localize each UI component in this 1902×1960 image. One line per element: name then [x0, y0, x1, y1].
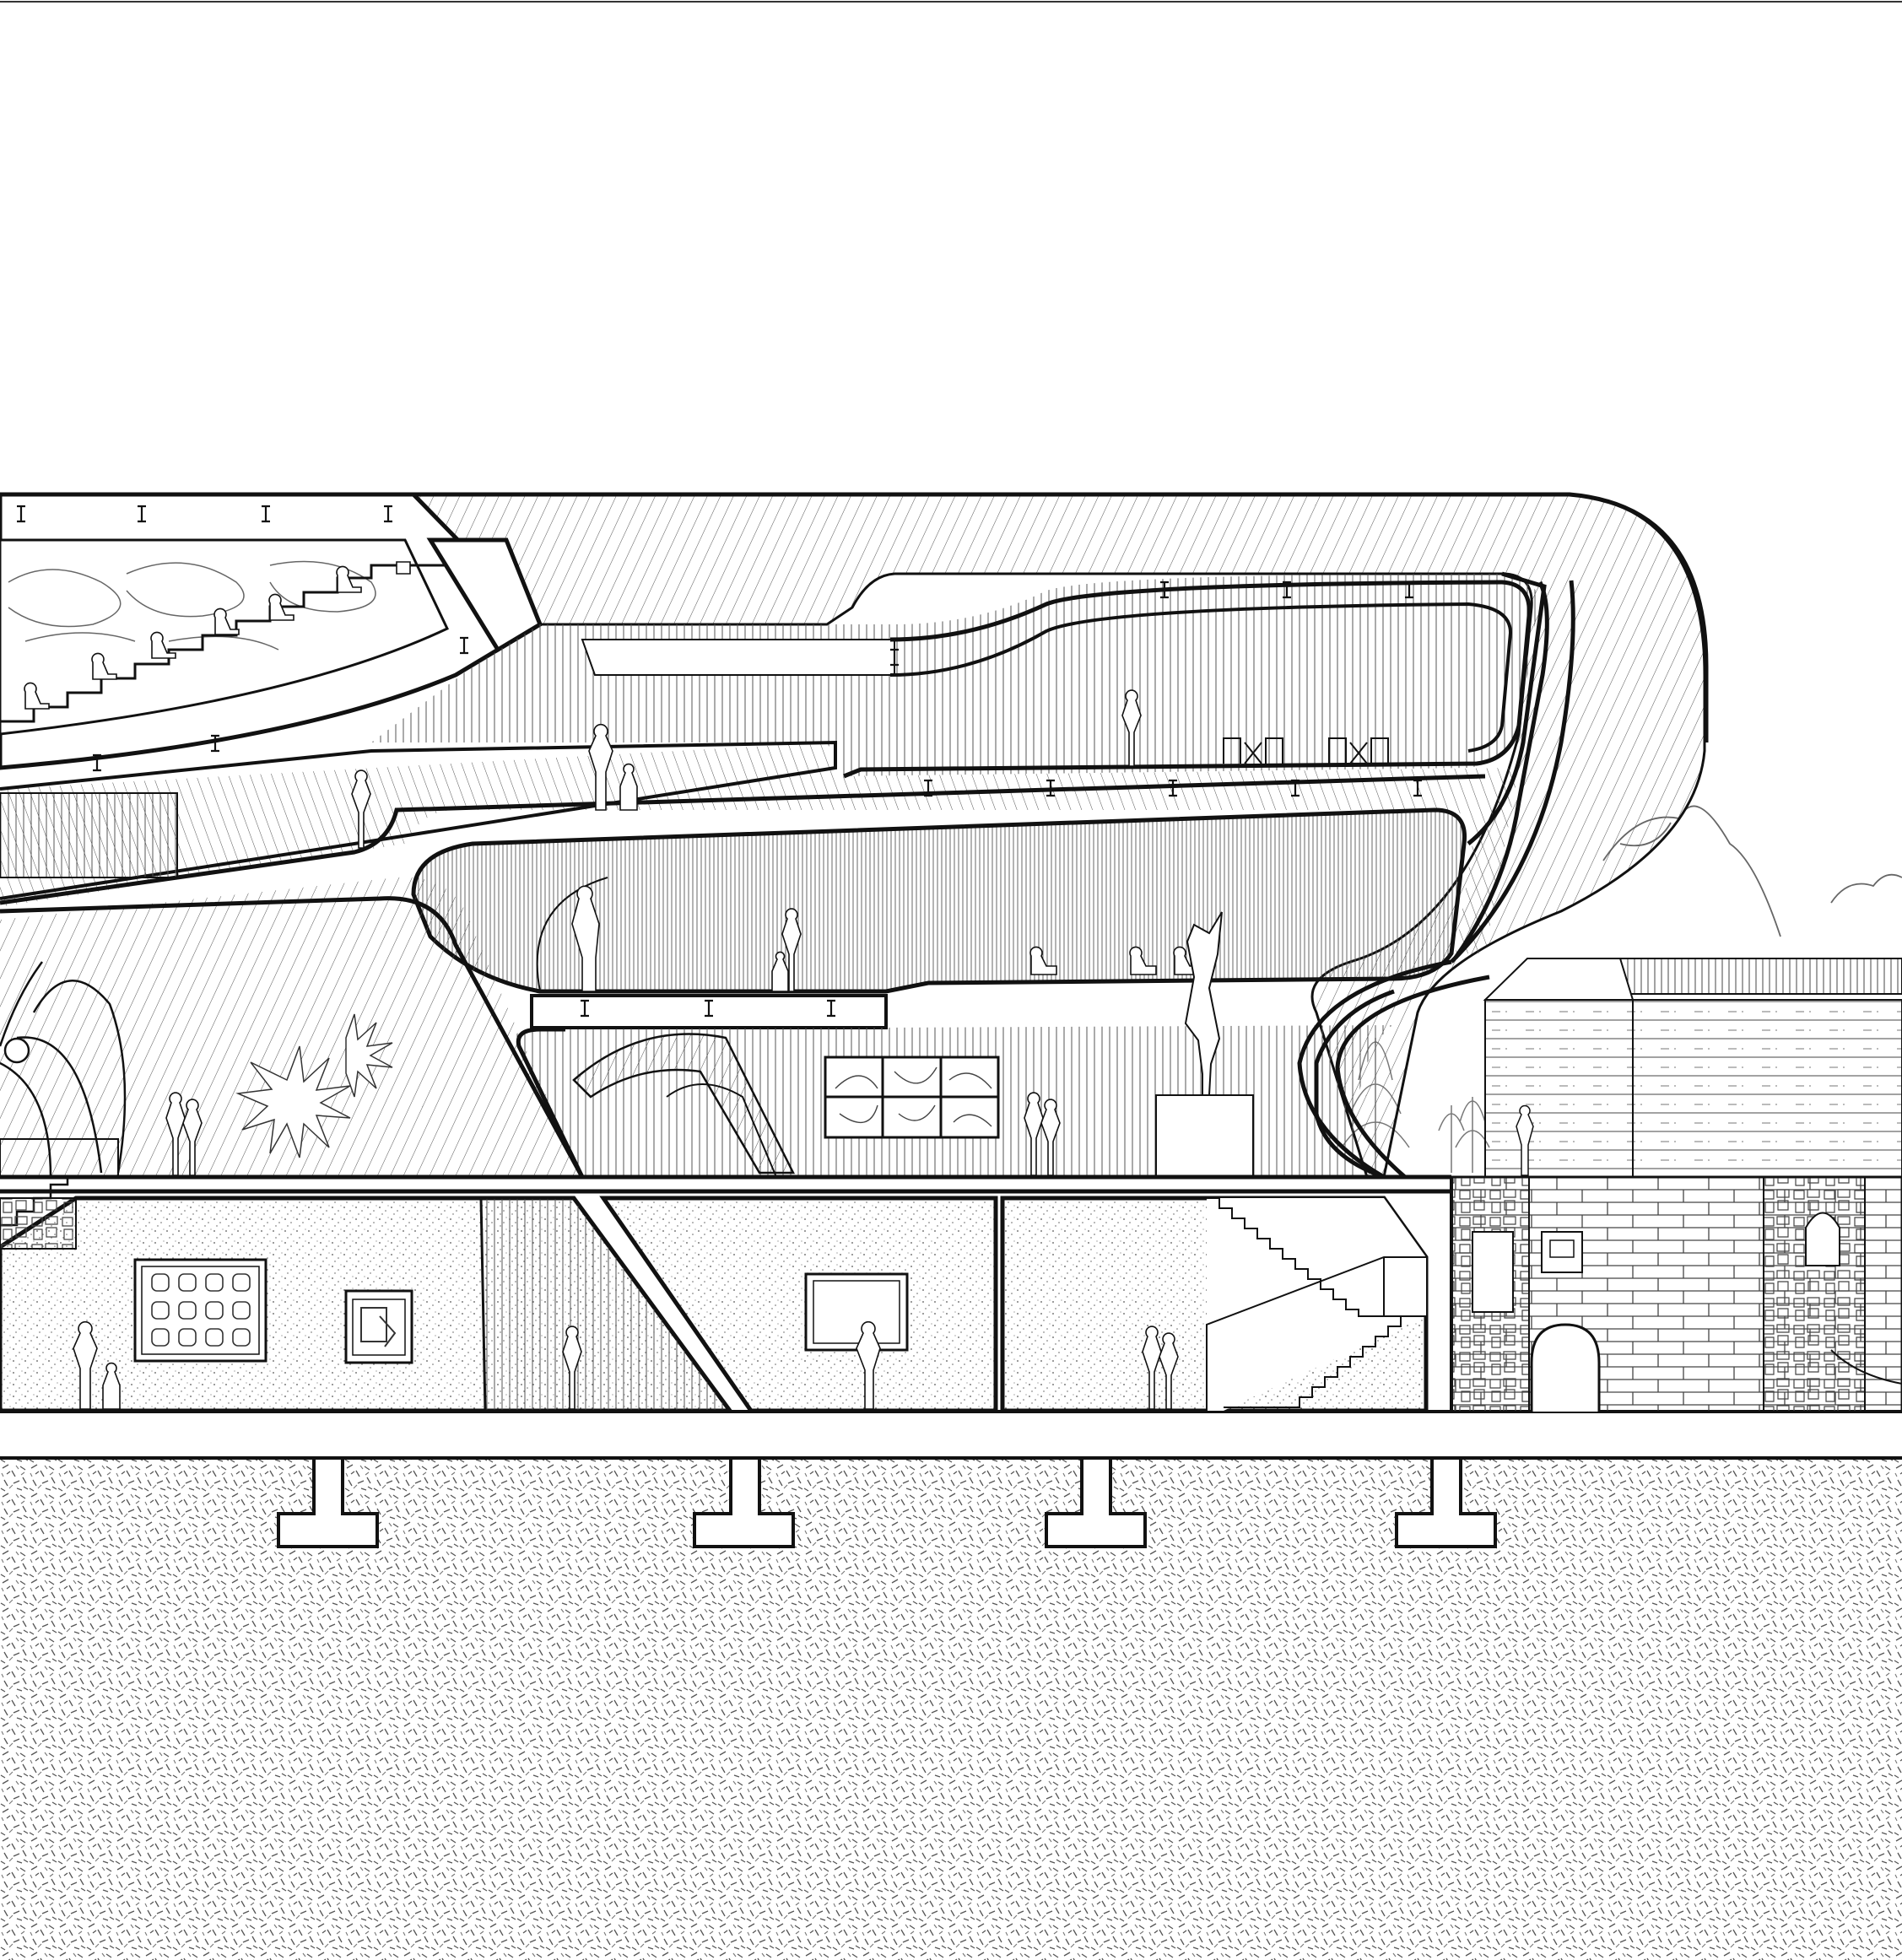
- artwork-grid: [824, 1056, 1000, 1139]
- basement-stair: [1207, 1197, 1426, 1317]
- visitor-with-child: [588, 723, 638, 811]
- artwork-frame-portrait: [344, 1289, 413, 1364]
- adjacent-historic-building: [1450, 958, 1902, 1413]
- arch-window: [1805, 1212, 1840, 1266]
- foundation-soil: [0, 1410, 1902, 1960]
- visitor-pair-left: [165, 1092, 203, 1176]
- spider-sculpture: [0, 961, 127, 1178]
- mid-gallery: [411, 807, 1467, 1029]
- visitor-mid: [781, 908, 802, 992]
- basement-gallery-middle: [599, 1196, 998, 1413]
- basement-gallery-right: [1000, 1196, 1429, 1413]
- mezzanine-ramp: [0, 723, 1519, 953]
- auditorium: [0, 492, 543, 770]
- visitor-ramp: [351, 769, 371, 849]
- visitor-with-child-basement: [73, 1320, 121, 1410]
- visitor-pair-center: [1024, 1092, 1061, 1176]
- visitor-pair-basement: [1142, 1326, 1179, 1410]
- basement-gallery-left: [0, 1196, 734, 1413]
- spiral-stair: [572, 1033, 796, 1174]
- starburst-sculptures: [235, 1013, 393, 1158]
- pile-caps: [277, 1456, 1497, 1548]
- upper-wave-slab: [843, 580, 1532, 779]
- visitor-basement-left: [562, 1326, 582, 1410]
- visitor-basement-middle: [856, 1320, 881, 1410]
- basement-floor-slab: [0, 1174, 1451, 1194]
- upper-gallery: [371, 574, 1538, 779]
- shell-columns: [413, 492, 1709, 1180]
- artwork-frame-large: [133, 1258, 267, 1363]
- person-on-wall: [1516, 1104, 1534, 1176]
- seated-visitor-2: [1129, 946, 1157, 975]
- seated-visitor-1: [1029, 946, 1057, 975]
- arch-doorway: [1530, 1323, 1601, 1412]
- cafe-tables: [1223, 737, 1389, 764]
- ground-hall: [0, 877, 1395, 1240]
- seated-audience: [24, 561, 411, 710]
- roof-beams: [17, 505, 468, 753]
- classical-statue: [571, 885, 600, 992]
- visitor-upper: [1121, 689, 1142, 767]
- artwork-frame-basement: [804, 1272, 909, 1352]
- statue-on-plinth: [1155, 911, 1254, 1178]
- child-mid: [771, 951, 789, 992]
